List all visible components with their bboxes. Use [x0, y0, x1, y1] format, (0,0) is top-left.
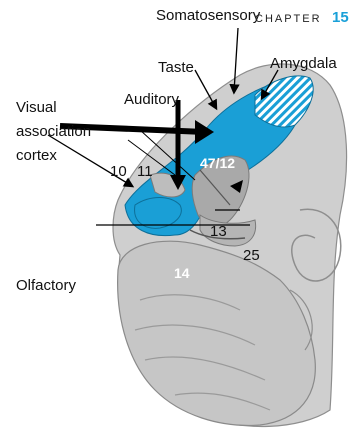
label-taste: Taste	[158, 59, 194, 76]
area-25-label: 25	[243, 247, 260, 264]
area-10-label: 10	[110, 163, 127, 180]
label-auditory: Auditory	[124, 91, 180, 108]
label-visual-line2: association	[16, 123, 91, 140]
chapter-number: 15	[332, 9, 349, 26]
label-visual-line3: cortex	[16, 147, 57, 164]
label-visual-line1: Visual	[16, 99, 57, 116]
area-13-label: 13	[210, 223, 227, 240]
label-amygdala: Amygdala	[270, 55, 337, 72]
area-14-label: 14	[174, 265, 190, 281]
chapter-word: CHAPTER	[255, 13, 322, 25]
area-47-12-label: 47/12	[200, 155, 235, 171]
area-11-label: 11	[137, 163, 153, 180]
label-olfactory: Olfactory	[16, 277, 77, 294]
label-somatosensory: Somatosensory	[156, 7, 261, 24]
